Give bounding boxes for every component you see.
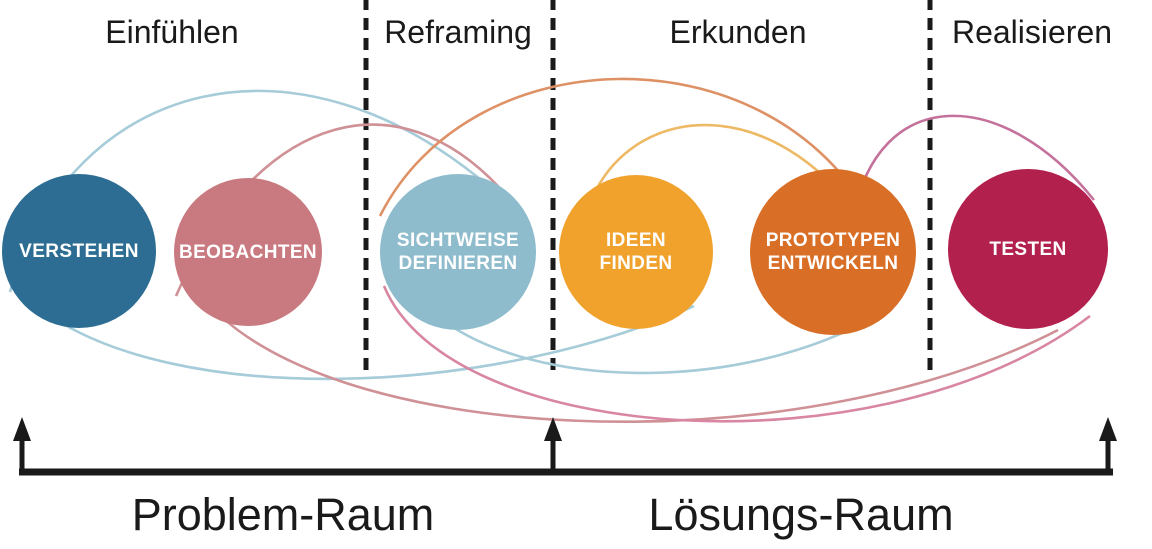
step-circle-ideen-finden: IDEEN FINDEN (559, 175, 713, 329)
step-label-line: PROTOTYPEN (765, 230, 901, 251)
phase-label-einfuehlen: Einfühlen (105, 14, 239, 50)
arc-bottom-sichtweise-prototypen (431, 305, 891, 375)
step-label-line: TESTEN (989, 238, 1067, 260)
step-label-line: IDEEN (605, 230, 667, 251)
axis-arrow-middle-head (544, 417, 562, 441)
step-circle-verstehen: VERSTEHEN (2, 174, 156, 328)
axis-arrow-left-head (13, 417, 31, 441)
step-label-line: FINDEN (599, 253, 673, 274)
space-label-problem-raum: Problem-Raum (131, 489, 435, 540)
step-circle-sichtweise-definieren: SICHTWEISE DEFINIEREN (380, 174, 536, 330)
space-label-loesungs-raum: Lösungs-Raum (648, 489, 954, 540)
step-label-line: BEOBACHTEN (178, 241, 318, 263)
arc-bottom-beobachten-testen (200, 295, 1059, 423)
step-label-line: VERSTEHEN (19, 240, 139, 262)
arc-top-sichtweise-prototypen (378, 77, 870, 217)
step-circle-prototypen-entwickeln: PROTOTYPEN ENTWICKELN (750, 169, 916, 335)
phase-label-erkunden: Erkunden (669, 14, 807, 50)
arc-top-prototypen-testen (851, 114, 1096, 219)
step-circle-testen: TESTEN (948, 169, 1108, 329)
step-circle-beobachten: BEOBACHTEN (174, 178, 322, 326)
axis-arrow-right-head (1099, 417, 1117, 441)
arc-bottom-sichtweise-testen (382, 285, 1091, 423)
phase-label-reframing: Reframing (384, 14, 532, 50)
step-label-line: SICHTWEISE (396, 230, 520, 251)
step-label-line: DEFINIEREN (398, 253, 518, 274)
phase-label-realisieren: Realisieren (951, 14, 1113, 50)
step-label-line: ENTWICKELN (767, 253, 899, 274)
